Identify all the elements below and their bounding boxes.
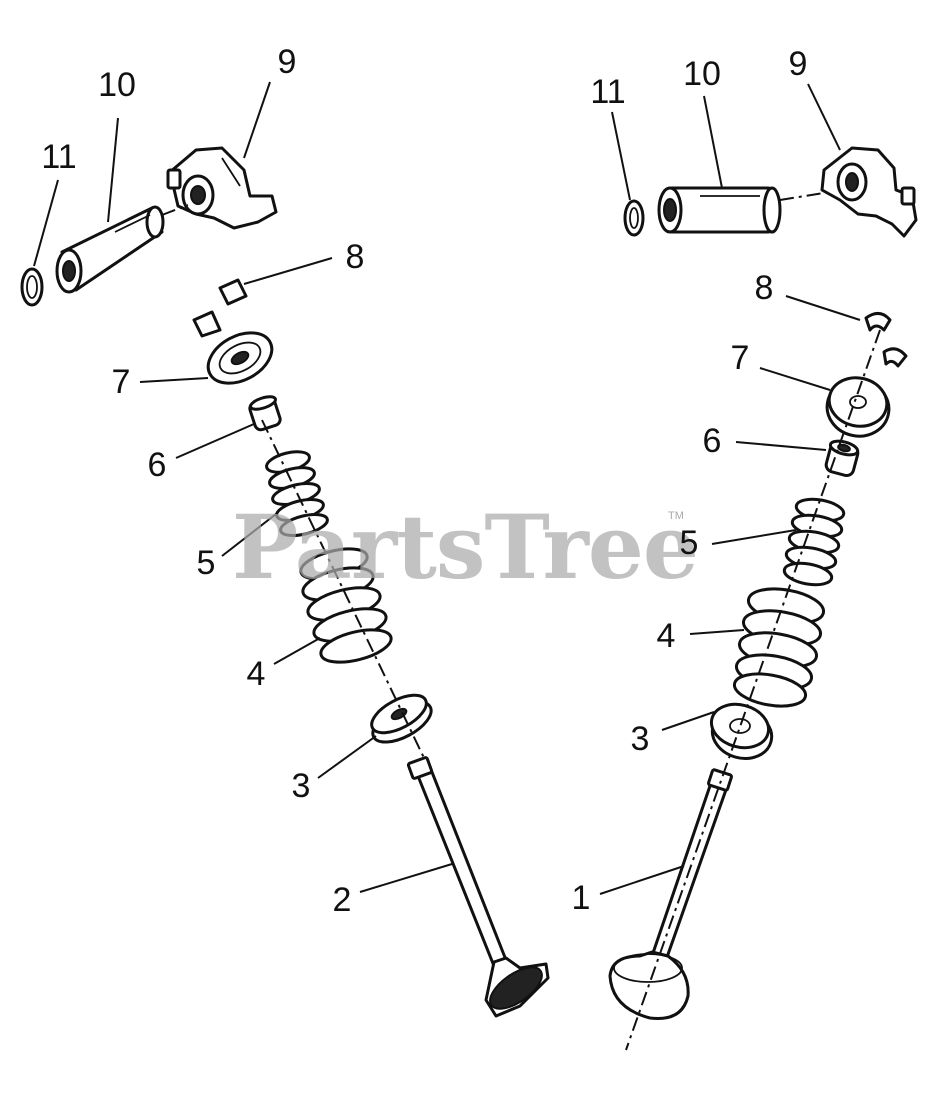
callout-left-9: 9: [277, 43, 297, 81]
callout-right-10: 10: [683, 55, 721, 93]
right-seal-6: [824, 439, 860, 478]
left-retainer-7: [206, 331, 274, 385]
callout-left-3: 3: [291, 767, 311, 805]
callout-left-8: 8: [345, 238, 365, 276]
callout-left-4: 4: [246, 655, 266, 693]
right-keepers-8: [864, 312, 908, 368]
callout-left-6: 6: [147, 446, 167, 484]
right-valve-1: [608, 768, 733, 1021]
left-valve-assembly: [20, 146, 550, 1018]
callout-right-1: 1: [571, 879, 591, 917]
left-outer-spring-4: [299, 547, 393, 664]
left-keepers-8: [192, 278, 248, 338]
right-shaft-10: [657, 186, 782, 234]
left-washer-11: [20, 267, 44, 307]
callout-left-7: 7: [111, 363, 131, 401]
right-spring-seat-3: [709, 702, 774, 760]
right-inner-spring-5: [782, 497, 846, 587]
callout-right-8: 8: [754, 269, 774, 307]
callout-right-7: 7: [730, 339, 750, 377]
left-shaft-10: [55, 205, 165, 294]
right-rocker-arm-9: [820, 146, 918, 238]
callout-right-3: 3: [630, 720, 650, 758]
callout-right-6: 6: [702, 422, 722, 460]
callout-right-4: 4: [656, 617, 676, 655]
callout-left-11: 11: [41, 138, 77, 176]
partstree-watermark: PartsTree: [232, 495, 699, 599]
right-valve-assembly: [608, 146, 918, 1051]
callout-right-11: 11: [590, 73, 626, 111]
right-retainer-7: [825, 376, 891, 438]
trademark-mark: TM: [668, 510, 684, 522]
left-spring-seat-3: [370, 693, 433, 744]
left-rocker-arm-9: [166, 146, 278, 230]
callout-right-5: 5: [679, 524, 699, 562]
callout-right-9: 9: [788, 45, 808, 83]
callout-left-10: 10: [98, 66, 136, 104]
left-seal-6: [248, 395, 282, 432]
right-outer-spring-4: [732, 587, 826, 708]
leader-lines: [33, 81, 861, 895]
callout-left-2: 2: [332, 881, 352, 919]
right-washer-11: [623, 199, 645, 237]
left-valve-2: [406, 756, 550, 1018]
callout-left-5: 5: [196, 544, 216, 582]
left-inner-spring-5: [265, 450, 329, 537]
